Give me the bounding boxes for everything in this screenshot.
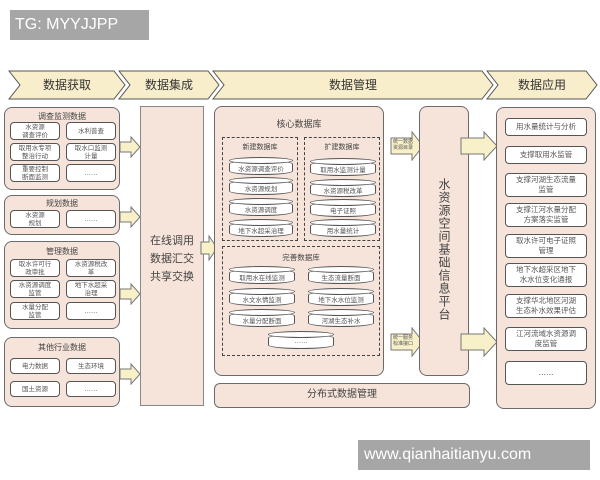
database-cylinder: 取用水监测计量 [310, 158, 376, 176]
database-cylinder: 水资源税改革 [310, 179, 376, 197]
database-cylinder: 水资源调查评价 [229, 157, 293, 175]
group-title: 完善数据库 [282, 253, 320, 262]
watermark-top: TG: MYYJJPP [10, 10, 149, 40]
stage-data-management: 数据管理 [212, 70, 494, 100]
application-item: 取水许可电子证照 管理 [505, 234, 587, 258]
database-cylinder: 水量分配断面 [229, 309, 295, 327]
arrow-right-icon [119, 363, 141, 385]
application-item: 支撑取用水监管 [505, 146, 587, 164]
data-item: 取用水专项 整治行动 [10, 143, 60, 161]
platform-title: 水资源空间基础信息平台 [437, 178, 451, 321]
tag-unified-catalog: 统一数据 资源目录 [392, 139, 413, 151]
chevron-shape [486, 70, 598, 100]
application-item: 江河流域水资源调 度监管 [505, 327, 587, 351]
database-cylinder: 用水量统计 [310, 219, 376, 237]
application-item: 支撑河湖生态流量 监管 [505, 173, 587, 197]
group-title: 调查监测数据 [38, 112, 86, 121]
group-title: 新建数据库 [242, 143, 278, 151]
database-cylinder: 水资源规划 [229, 177, 293, 195]
integration-line: 数据汇交 [150, 252, 194, 265]
data-item: 电力数据 [10, 358, 60, 374]
data-item: 取水口监测 计量 [66, 143, 116, 161]
application-item: 用水量统计与分析 [505, 118, 587, 136]
stage-label: 数据管理 [328, 78, 377, 92]
extended-database-group: 扩建数据库 [304, 137, 380, 241]
stage-data-acquisition: 数据获取 [8, 70, 126, 100]
distributed-label: 分布式数据管理 [307, 389, 377, 400]
integration-line: 共享交换 [150, 270, 194, 283]
application-item: …… [505, 361, 587, 385]
data-item: 水量分配 监管 [10, 302, 60, 320]
stage-label: 数据集成 [144, 78, 193, 92]
arrow-right-icon [390, 131, 424, 161]
data-item: 水资源 规划 [10, 210, 60, 228]
arrow-right-icon [119, 206, 141, 228]
application-item: 地下水超采区地下 水水位变化通报 [505, 263, 587, 287]
database-cylinder: 地下水水位监测 [308, 288, 374, 306]
watermark-bottom: www.qianhaitianyu.com [358, 440, 590, 470]
distributed-data-management: 分布式数据管理 [214, 383, 470, 408]
group-title: 规划数据 [46, 199, 78, 208]
data-item: …… [66, 164, 116, 182]
database-cylinder: 水文水情监测 [229, 288, 295, 306]
database-cylinder: 电子证照 [310, 199, 376, 217]
data-item: 地下水超采 治理 [66, 280, 116, 298]
data-item: 取水许可行 政审批 [10, 259, 60, 277]
chevron-shape [118, 70, 220, 100]
data-item: …… [66, 210, 116, 228]
data-item: 重要控制 断面监测 [10, 164, 60, 182]
data-item: …… [66, 381, 116, 397]
data-item: 水资源调度 监管 [10, 280, 60, 298]
chevron-shape [212, 70, 494, 100]
group-title: 扩建数据库 [324, 143, 360, 151]
stage-data-application: 数据应用 [486, 70, 598, 100]
arrow-right-icon [200, 235, 218, 261]
integration-text: 在线调用 数据汇交 共享交换 [140, 232, 204, 286]
improved-database-group: 完善数据库 [222, 246, 380, 356]
data-item: 水利普查 [66, 122, 116, 140]
arrow-right-icon [460, 327, 498, 357]
database-cylinder: 地下水超采治理 [229, 219, 293, 237]
core-database-title: 核心数据库 [276, 120, 322, 130]
database-cylinder: 取用水在线监测 [229, 266, 295, 284]
database-cylinder: 水资源调度 [229, 198, 293, 216]
data-item: 国土资源 [10, 381, 60, 397]
arrow-right-icon [119, 136, 141, 158]
database-cylinder: 河湖生态补水 [308, 309, 374, 327]
data-item: 水资源税改 革 [66, 259, 116, 277]
application-item: 支撑华北地区河湖 生态补水效果评估 [505, 294, 587, 318]
database-cylinder: 生态流量断面 [308, 266, 374, 284]
integration-panel [140, 106, 204, 406]
data-item: …… [66, 302, 116, 320]
data-item: 水资源 调查评价 [10, 122, 60, 140]
application-item: 支撑江河水量分配 方案落实监管 [505, 203, 587, 227]
integration-line: 在线调用 [150, 234, 194, 247]
stage-label: 数据获取 [42, 78, 91, 92]
new-database-group: 新建数据库 [222, 137, 298, 241]
arrow-right-icon [460, 131, 498, 161]
arrow-right-icon [390, 327, 424, 357]
chevron-shape [8, 70, 126, 100]
group-title: 其他行业数据 [38, 343, 86, 352]
data-item: 生态环境 [66, 358, 116, 374]
database-cylinder: …… [268, 331, 334, 349]
arrow-right-icon [119, 283, 141, 305]
stage-data-integration: 数据集成 [118, 70, 220, 100]
tag-unified-interface: 统一服务 标准接口 [392, 335, 413, 347]
stage-label: 数据应用 [517, 78, 566, 92]
group-title: 管理数据 [46, 247, 78, 256]
